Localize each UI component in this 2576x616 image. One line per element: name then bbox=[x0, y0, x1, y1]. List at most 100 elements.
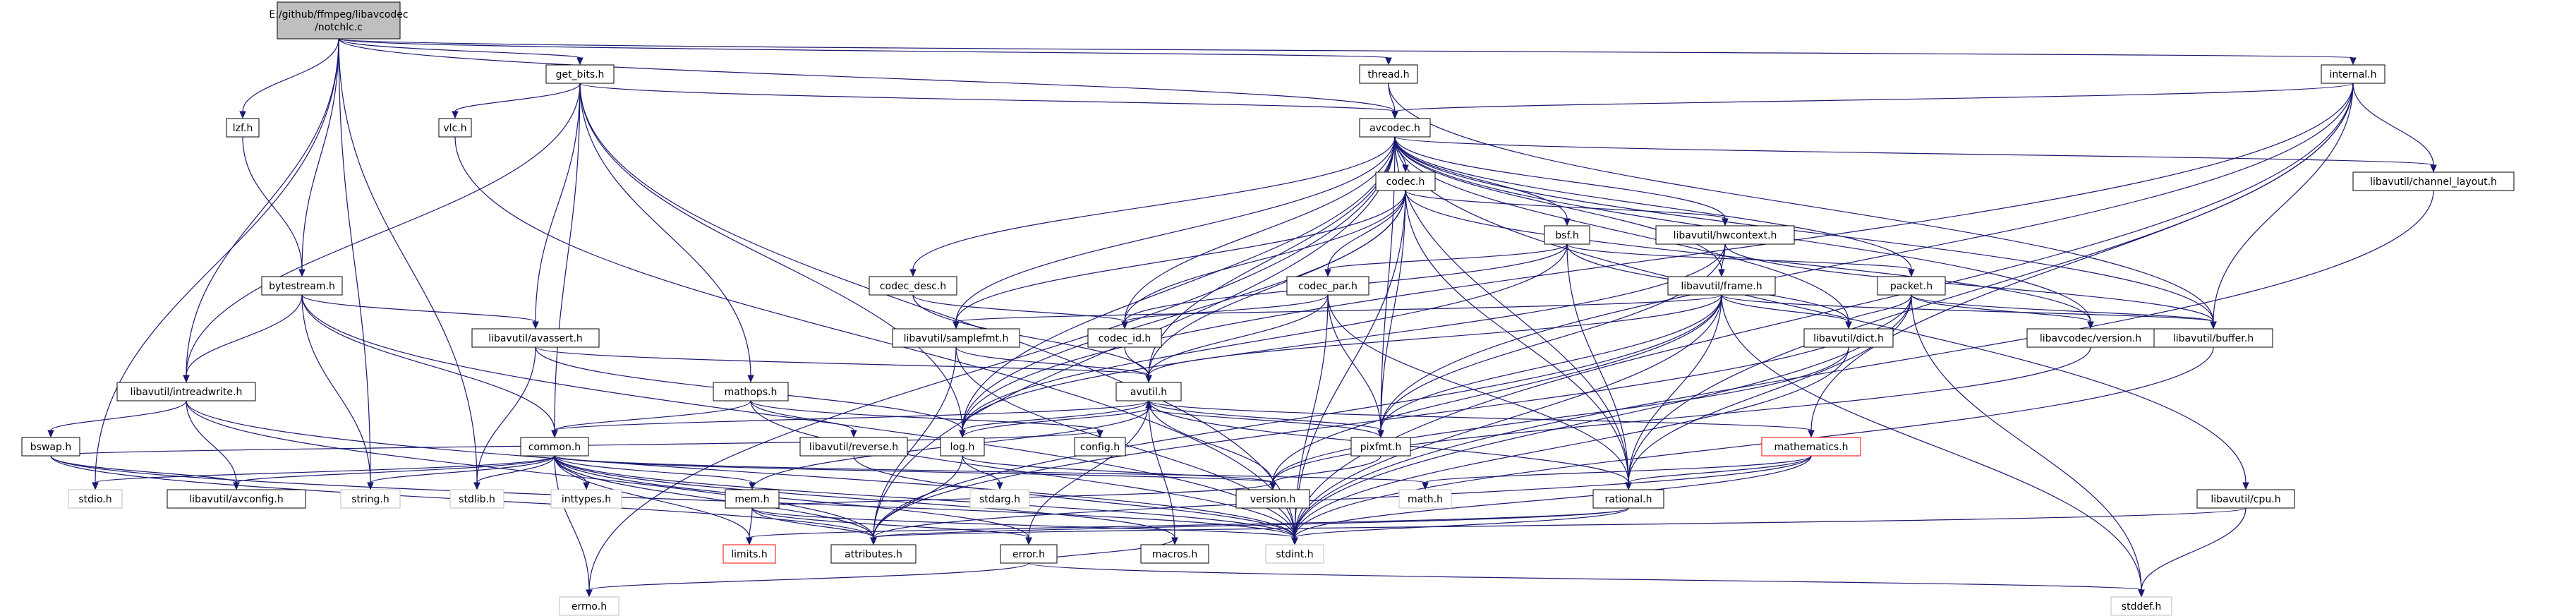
edge-avutil-to-common bbox=[551, 400, 1149, 438]
node-box bbox=[1544, 225, 1590, 245]
node-label: libavutil/dict.h bbox=[1813, 333, 1884, 344]
node-buffer[interactable]: libavutil/buffer.h bbox=[2153, 328, 2273, 348]
node-string[interactable]: string.h bbox=[340, 489, 401, 509]
node-avassert[interactable]: libavutil/avassert.h bbox=[471, 328, 600, 348]
node-thread[interactable]: thread.h bbox=[1359, 64, 1418, 84]
node-frame[interactable]: libavutil/frame.h bbox=[1667, 276, 1776, 296]
node-box bbox=[725, 489, 780, 509]
node-internal[interactable]: internal.h bbox=[2321, 64, 2385, 84]
node-avutil[interactable]: avutil.h bbox=[1115, 382, 1182, 401]
node-codec-desc[interactable]: codec_desc.h bbox=[869, 276, 957, 296]
edge-avcodec-to-channel_layout bbox=[1394, 136, 2437, 173]
node-box bbox=[1877, 276, 1946, 296]
node-lzf[interactable]: lzf.h bbox=[226, 118, 260, 138]
node-label: inttypes.h bbox=[562, 494, 611, 505]
node-error[interactable]: error.h bbox=[1000, 544, 1058, 564]
edge-log-to-stdarg bbox=[962, 455, 1003, 490]
edge-avutil-to-mathematics bbox=[1148, 400, 1815, 438]
node-rational[interactable]: rational.h bbox=[1592, 489, 1664, 509]
node-bsf[interactable]: bsf.h bbox=[1544, 225, 1590, 245]
node-box bbox=[1761, 437, 1861, 457]
node-hwcontext[interactable]: libavutil/hwcontext.h bbox=[1655, 225, 1795, 245]
node-label: lzf.h bbox=[233, 123, 253, 134]
node-label: libavutil/reverse.h bbox=[809, 442, 898, 453]
edge-cpu-to-stddef bbox=[2138, 507, 2247, 598]
edge-frame-to-rational bbox=[1625, 294, 1722, 490]
node-label: bytestream.h bbox=[269, 281, 335, 292]
node-bytestream[interactable]: bytestream.h bbox=[261, 276, 343, 296]
node-codec-par[interactable]: codec_par.h bbox=[1286, 276, 1369, 296]
edge-common-to-errno bbox=[554, 455, 593, 598]
node-attributes[interactable]: attributes.h bbox=[830, 544, 917, 564]
node-mathops[interactable]: mathops.h bbox=[713, 382, 789, 401]
node-box bbox=[830, 544, 917, 564]
node-codec-id[interactable]: codec_id.h bbox=[1087, 328, 1162, 348]
node-label: math.h bbox=[1408, 494, 1443, 505]
edge-mathematics-to-rational bbox=[1625, 455, 1812, 490]
edge-get_bits-to-avcodec bbox=[579, 83, 1398, 119]
node-mem[interactable]: mem.h bbox=[725, 489, 780, 509]
node-log[interactable]: log.h bbox=[940, 437, 985, 457]
edge-get_bits-to-mathops bbox=[579, 83, 754, 383]
edge-buffer-to-stdint bbox=[1291, 346, 2214, 545]
edge-internal-to-mathematics bbox=[1808, 83, 2354, 438]
edge-codec_desc-to-codec_id bbox=[912, 294, 1128, 330]
node-label: /notchlc.c bbox=[315, 22, 363, 33]
edge-avutil-to-pixfmt bbox=[1148, 400, 1384, 438]
node-packet[interactable]: packet.h bbox=[1877, 276, 1946, 296]
edge-samplefmt-to-avutil bbox=[955, 346, 1152, 383]
node-limits[interactable]: limits.h bbox=[722, 544, 776, 564]
node-channel-layout[interactable]: libavutil/channel_layout.h bbox=[2352, 171, 2515, 191]
node-intreadwrite[interactable]: libavutil/intreadwrite.h bbox=[116, 382, 256, 401]
node-config[interactable]: config.h bbox=[1074, 437, 1126, 457]
edge-common-to-string bbox=[367, 455, 555, 490]
node-box bbox=[1286, 276, 1369, 296]
edge-root-to-string bbox=[338, 38, 374, 490]
node-stdarg[interactable]: stdarg.h bbox=[969, 489, 1030, 509]
node-inttypes[interactable]: inttypes.h bbox=[550, 489, 622, 509]
node-root[interactable]: E:/github/ffmpeg/libavcodec/notchlc.c bbox=[269, 1, 409, 40]
node-stdio[interactable]: stdio.h bbox=[68, 489, 123, 509]
node-math[interactable]: math.h bbox=[1398, 489, 1452, 509]
node-box bbox=[261, 276, 343, 296]
node-box bbox=[1592, 489, 1664, 509]
node-label: common.h bbox=[528, 442, 581, 453]
node-box bbox=[2153, 328, 2273, 348]
edge-hwcontext-to-pixfmt bbox=[1377, 243, 1726, 438]
node-avcodec[interactable]: avcodec.h bbox=[1359, 118, 1431, 138]
edge-packet-to-lavc_version bbox=[1911, 294, 2094, 330]
node-errno[interactable]: errno.h bbox=[559, 596, 619, 616]
edge-root-to-get_bits bbox=[338, 38, 583, 66]
node-samplefmt[interactable]: libavutil/samplefmt.h bbox=[892, 328, 1020, 348]
node-version[interactable]: version.h bbox=[1235, 489, 1310, 509]
node-box bbox=[1265, 544, 1324, 564]
node-bswap[interactable]: bswap.h bbox=[21, 437, 80, 457]
node-label: libavutil/frame.h bbox=[1681, 281, 1762, 292]
node-reverse[interactable]: libavutil/reverse.h bbox=[799, 437, 908, 457]
node-cpu[interactable]: libavutil/cpu.h bbox=[2196, 489, 2295, 509]
node-label: codec_par.h bbox=[1298, 281, 1357, 292]
edge-bsf-to-rational bbox=[1566, 243, 1632, 490]
node-stdlib[interactable]: stdlib.h bbox=[449, 489, 504, 509]
node-vlc[interactable]: vlc.h bbox=[438, 118, 472, 138]
node-codec[interactable]: codec.h bbox=[1375, 171, 1436, 191]
node-stddef[interactable]: stddef.h bbox=[2110, 596, 2172, 616]
node-mathematics[interactable]: mathematics.h bbox=[1761, 437, 1861, 457]
edge-codec_id-to-avutil bbox=[1124, 346, 1152, 383]
node-common[interactable]: common.h bbox=[520, 437, 589, 457]
node-label: libavutil/avconfig.h bbox=[189, 494, 283, 505]
node-avconfig[interactable]: libavutil/avconfig.h bbox=[167, 489, 306, 509]
node-dict[interactable]: libavutil/dict.h bbox=[1803, 328, 1894, 348]
edge-mathops-to-common bbox=[551, 400, 751, 438]
node-box bbox=[438, 118, 472, 138]
node-label: packet.h bbox=[1890, 281, 1933, 292]
edge-common-to-stdio bbox=[92, 455, 555, 490]
node-box bbox=[2352, 171, 2515, 191]
node-macros[interactable]: macros.h bbox=[1140, 544, 1209, 564]
node-lavc-version[interactable]: libavcodec/version.h bbox=[2026, 328, 2155, 348]
edge-avcodec-to-avutil bbox=[1145, 136, 1396, 383]
node-pixfmt[interactable]: pixfmt.h bbox=[1350, 437, 1411, 457]
node-get-bits[interactable]: get_bits.h bbox=[545, 64, 615, 84]
node-box bbox=[545, 64, 615, 84]
node-stdint[interactable]: stdint.h bbox=[1265, 544, 1324, 564]
